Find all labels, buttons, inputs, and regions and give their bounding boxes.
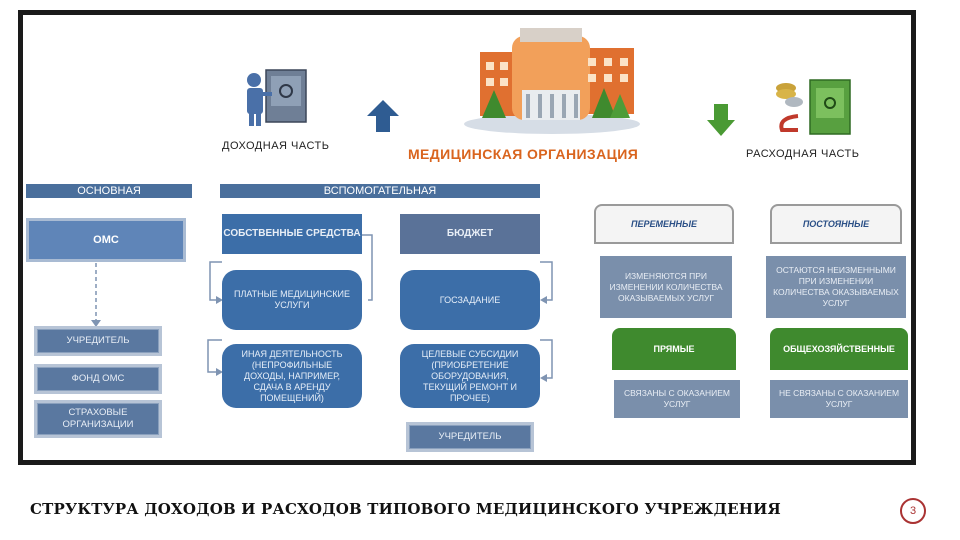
general-costs-desc: НЕ СВЯЗАНЫ С ОКАЗАНИЕМ УСЛУГ xyxy=(770,380,908,418)
direct-costs-tab: ПРЯМЫЕ xyxy=(612,328,736,370)
aux-header: ВСПОМОГАТЕЛЬНАЯ xyxy=(220,184,540,198)
main-header: ОСНОВНАЯ xyxy=(26,184,192,198)
state-task-box: ГОСЗАДАНИЕ xyxy=(400,270,540,330)
constant-costs-tab: ПОСТОЯННЫЕ xyxy=(770,204,902,244)
constant-costs-desc: ОСТАЮТСЯ НЕИЗМЕННЫМИ ПРИ ИЗМЕНЕНИИ КОЛИЧ… xyxy=(766,256,906,318)
general-costs-tab: ОБЩЕХОЗЯЙСТВЕННЫЕ xyxy=(770,328,908,370)
oms-box: ОМС xyxy=(26,218,186,262)
slide-title: СТРУКТУРА ДОХОДОВ И РАСХОДОВ ТИПОВОГО МЕ… xyxy=(30,500,781,518)
page-number: 3 xyxy=(900,498,926,524)
own-funds-box: СОБСТВЕННЫЕ СРЕДСТВА xyxy=(222,214,362,254)
arrow-down-icon xyxy=(707,104,735,136)
income-part-label: ДОХОДНАЯ ЧАСТЬ xyxy=(222,140,330,152)
expense-part-label: РАСХОДНАЯ ЧАСТЬ xyxy=(746,148,860,160)
budget-box: БЮДЖЕТ xyxy=(400,214,540,254)
direct-costs-desc: СВЯЗАНЫ С ОКАЗАНИЕМ УСЛУГ xyxy=(614,380,740,418)
hospital-building-icon xyxy=(464,28,640,134)
paid-services-box: ПЛАТНЫЕ МЕДИЦИНСКИЕ УСЛУГИ xyxy=(222,270,362,330)
variable-costs-desc: ИЗМЕНЯЮТСЯ ПРИ ИЗМЕНЕНИИ КОЛИЧЕСТВА ОКАЗ… xyxy=(600,256,732,318)
money-safe-icon xyxy=(776,79,851,135)
safe-deposit-icon xyxy=(247,69,307,126)
founder-budget-box: УЧРЕДИТЕЛЬ xyxy=(406,422,534,452)
arrow-up-icon xyxy=(367,100,399,132)
founder-box: УЧРЕДИТЕЛЬ xyxy=(34,326,162,356)
fund-oms-box: ФОНД ОМС xyxy=(34,364,162,394)
variable-costs-tab: ПЕРЕМЕННЫЕ xyxy=(594,204,734,244)
org-title: МЕДИЦИНСКАЯ ОРГАНИЗАЦИЯ xyxy=(408,146,639,162)
target-subsidies-box: ЦЕЛЕВЫЕ СУБСИДИИ (ПРИОБРЕТЕНИЕ ОБОРУДОВА… xyxy=(400,344,540,408)
other-activity-box: ИНАЯ ДЕЯТЕЛЬНОСТЬ (НЕПРОФИЛЬНЫЕ ДОХОДЫ, … xyxy=(222,344,362,408)
insurance-orgs-box: СТРАХОВЫЕ ОРГАНИЗАЦИИ xyxy=(34,400,162,438)
